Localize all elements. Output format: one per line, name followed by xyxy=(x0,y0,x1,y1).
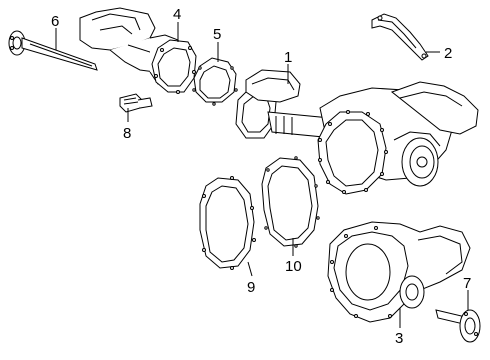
callout-5: 5 xyxy=(213,26,221,43)
sensor-8 xyxy=(119,93,153,113)
cover-9 xyxy=(199,176,256,270)
callout-labels: 6 4 5 1 2 8 9 10 3 7 xyxy=(51,6,471,347)
leader-9 xyxy=(247,261,253,277)
bracket-2 xyxy=(371,13,429,61)
callout-1: 1 xyxy=(284,49,292,66)
callout-7: 7 xyxy=(463,275,471,292)
axle-shaft-left xyxy=(8,30,98,71)
gasket-5 xyxy=(192,57,238,106)
callout-2: 2 xyxy=(444,45,452,62)
callout-9: 9 xyxy=(247,279,255,296)
callout-8: 8 xyxy=(123,125,131,142)
callout-6: 6 xyxy=(51,13,59,30)
callout-4: 4 xyxy=(173,6,181,23)
gasket-10 xyxy=(261,156,320,248)
leader-lines xyxy=(55,22,469,328)
carrier-housing-3 xyxy=(327,221,471,323)
axle-cover-plate-4 xyxy=(151,39,197,94)
differential-carrier-1 xyxy=(235,69,479,195)
callout-10: 10 xyxy=(285,258,302,275)
axle-shaft-7 xyxy=(435,309,481,343)
callout-3: 3 xyxy=(395,330,403,347)
